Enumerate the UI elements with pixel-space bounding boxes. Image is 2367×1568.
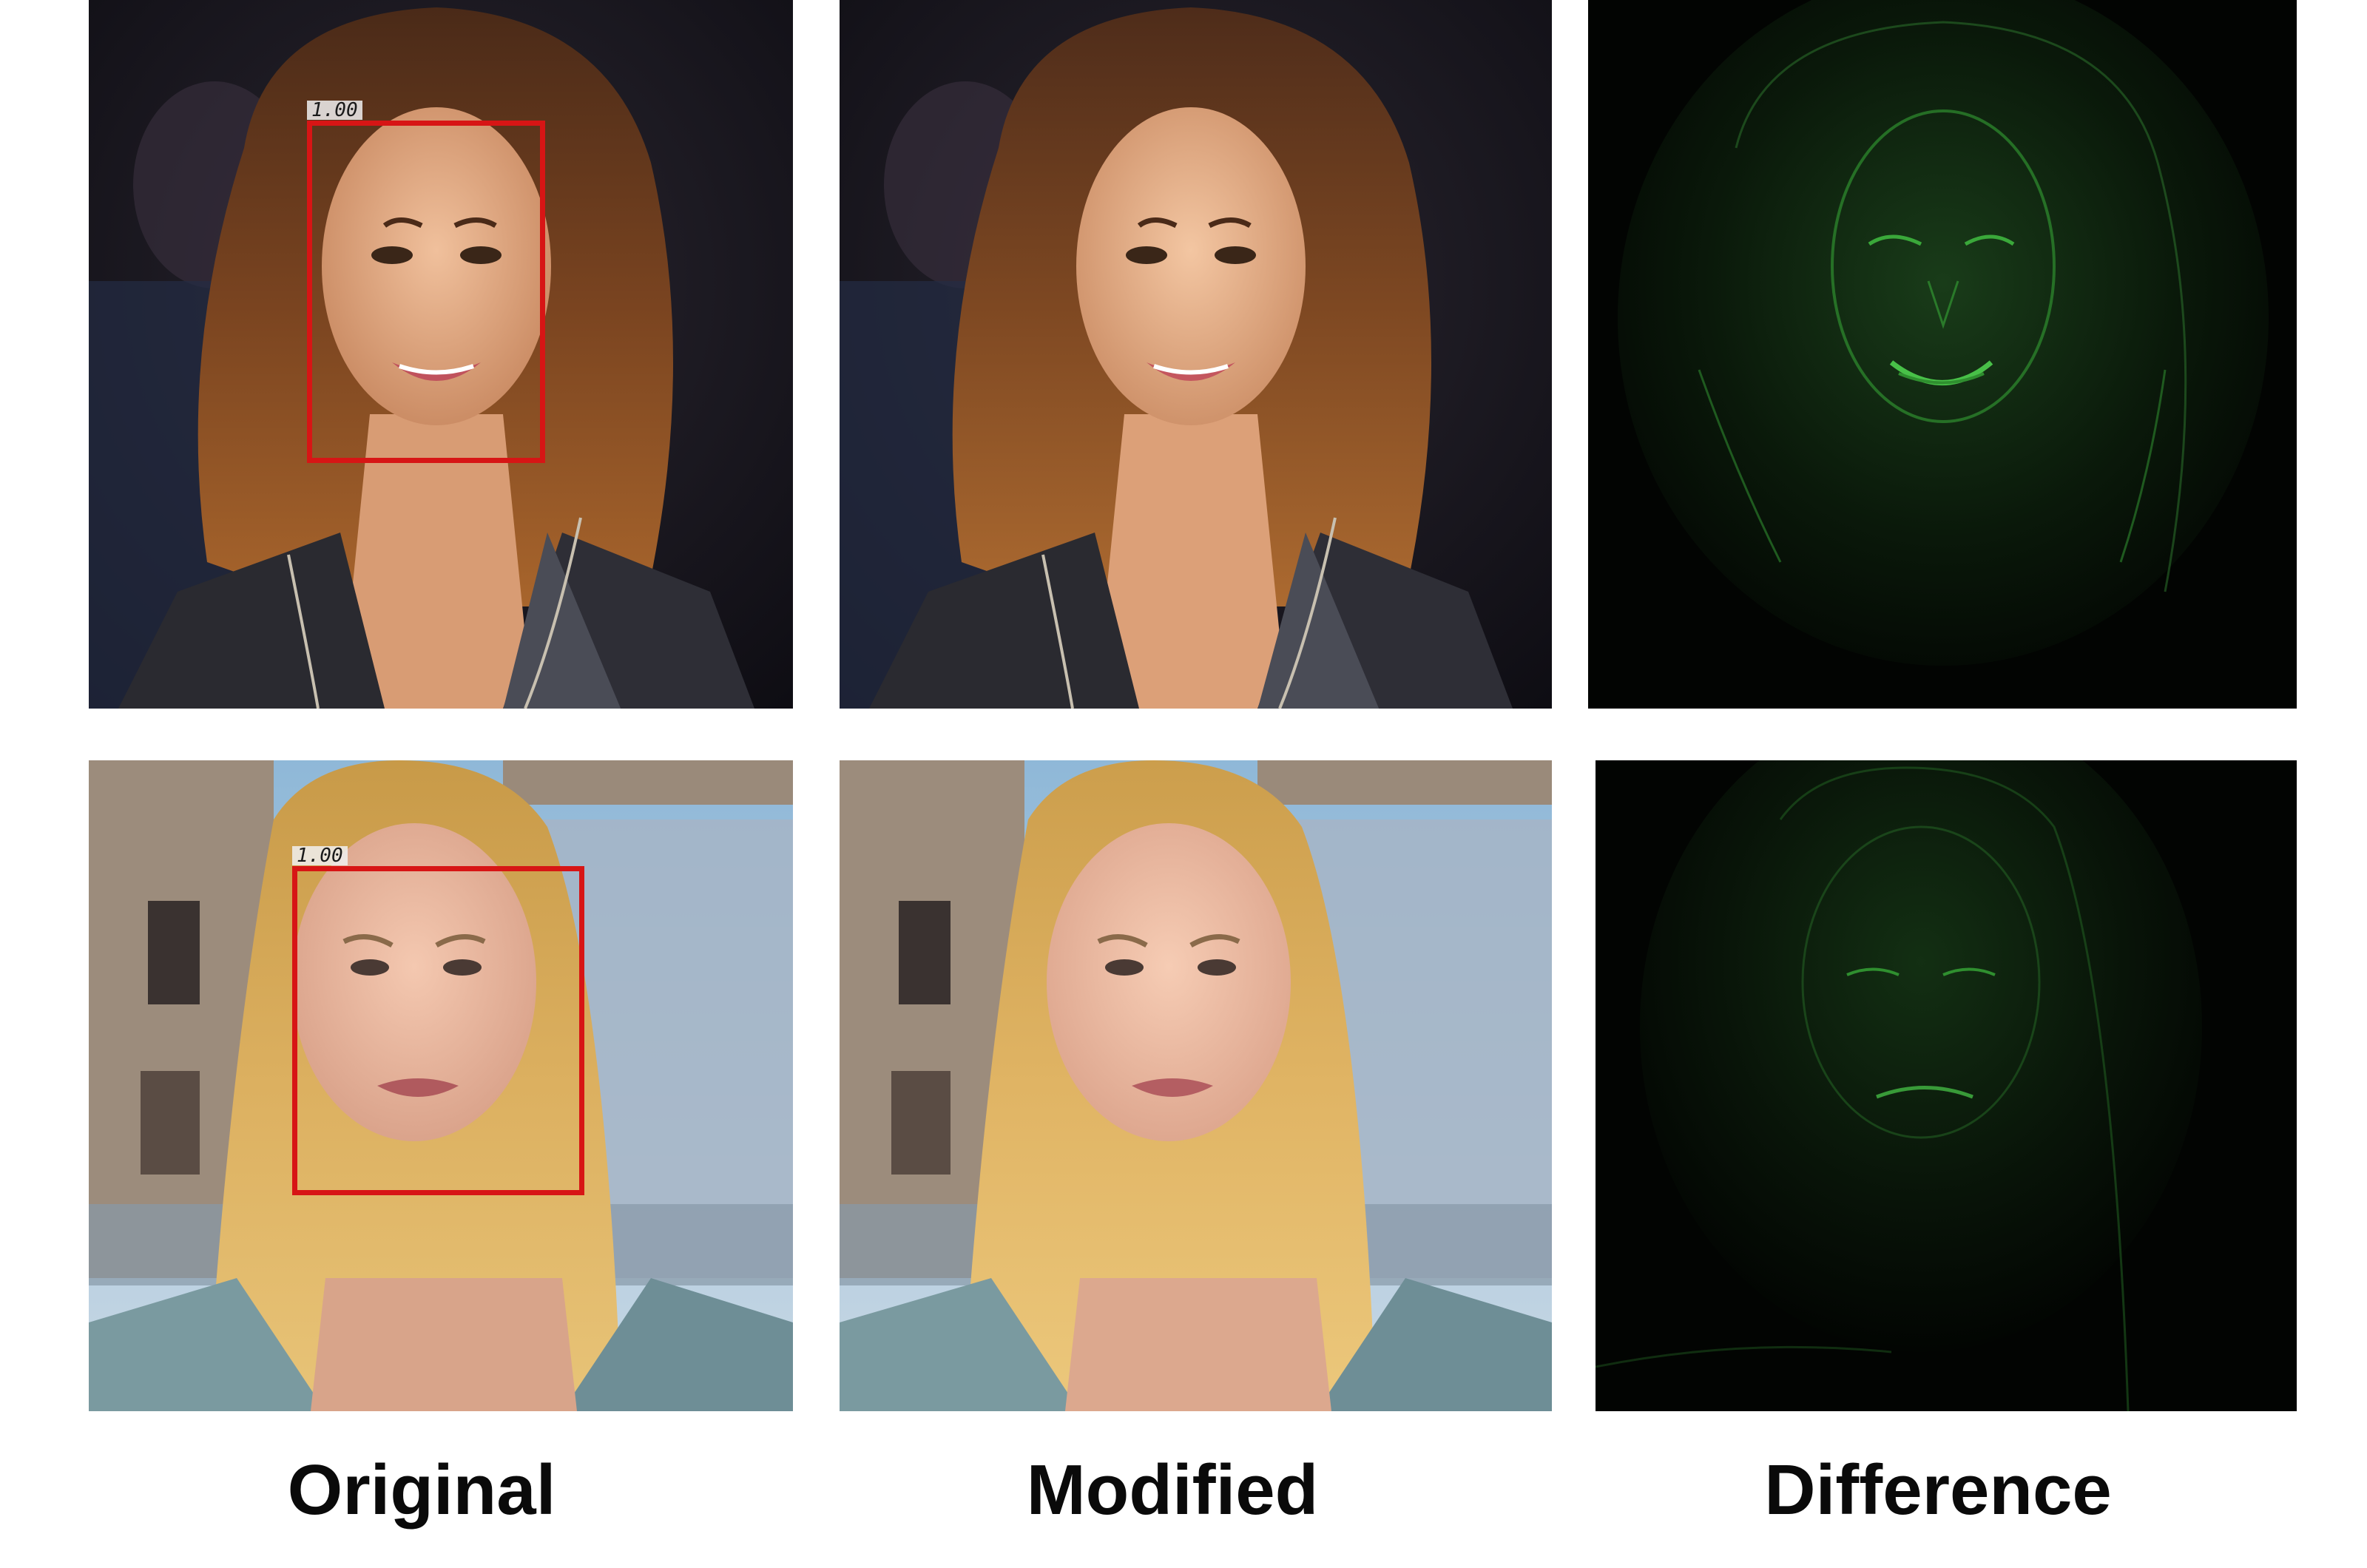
original-image-2: 1.00 — [89, 760, 793, 1411]
portrait-brunette-modified — [840, 0, 1552, 709]
caption-original: Original — [287, 1450, 556, 1530]
modified-image-2 — [840, 760, 1552, 1411]
detection-confidence-label: 1.00 — [307, 101, 362, 120]
difference-map-1 — [1588, 0, 2297, 709]
original-image-1: 1.00 — [89, 0, 793, 709]
difference-heatmap-brunette — [1588, 0, 2297, 709]
face-detection-box — [292, 866, 584, 1195]
portrait-blonde-original — [89, 760, 793, 1411]
detection-confidence-label: 1.00 — [292, 846, 348, 865]
modified-image-1 — [840, 0, 1552, 709]
caption-modified: Modified — [1026, 1450, 1319, 1530]
caption-difference: Difference — [1764, 1450, 2112, 1530]
portrait-brunette-original — [89, 0, 793, 709]
portrait-blonde-modified — [840, 760, 1552, 1411]
face-detection-box — [307, 121, 545, 463]
difference-heatmap-blonde — [1596, 760, 2297, 1411]
difference-map-2 — [1596, 760, 2297, 1411]
